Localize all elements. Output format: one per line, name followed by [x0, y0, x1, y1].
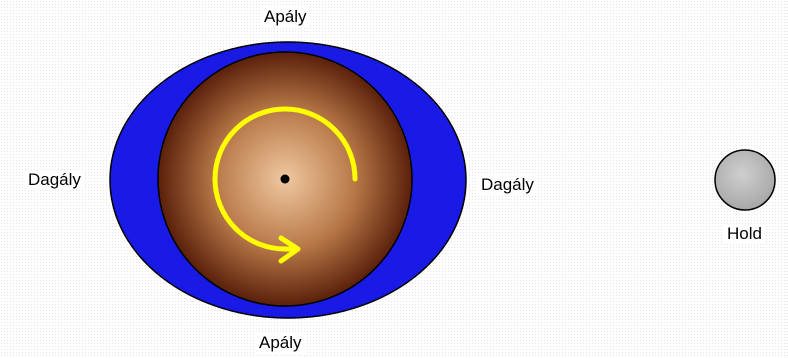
high-tide-label-right: Dagály	[478, 175, 537, 195]
high-tide-label-left: Dagály	[25, 170, 84, 190]
low-tide-label-top: Apály	[261, 7, 310, 27]
moon-label: Hold	[724, 224, 765, 244]
clockwise-arrow-icon	[212, 106, 358, 264]
moon	[714, 149, 776, 211]
low-tide-label-bottom: Apály	[256, 333, 305, 353]
earth-center-dot	[280, 174, 290, 184]
